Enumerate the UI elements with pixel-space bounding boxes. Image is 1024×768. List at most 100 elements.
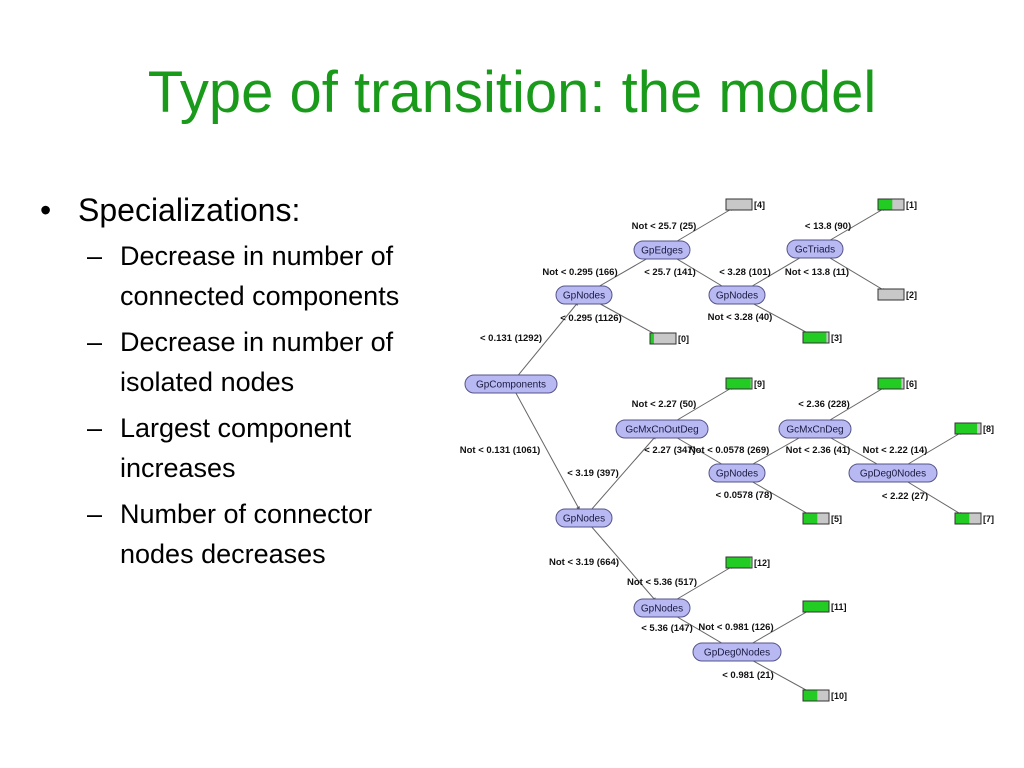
- leaf-label: [11]: [831, 602, 847, 612]
- tree-node: GcTriads: [786, 239, 844, 259]
- node-pill: [464, 374, 558, 394]
- leaf-box: [10]: [802, 689, 847, 702]
- leaf-border: [725, 556, 753, 569]
- sub-bullet: –Number of connector nodes decreases: [40, 494, 430, 574]
- edge-label: Not < 2.22 (14): [863, 445, 928, 456]
- node-pill: [708, 285, 766, 305]
- edge-label: Not < 25.7 (25): [632, 221, 697, 232]
- node-label: GcTriads: [795, 245, 835, 256]
- leaf-box: [7]: [954, 512, 994, 525]
- sub-bullet-text: Decrease in number of connected componen…: [120, 241, 400, 311]
- node-label: GpNodes: [641, 604, 683, 615]
- tree-node: GpNodes: [708, 463, 766, 483]
- tree-edge: [510, 294, 585, 385]
- leaf-green-fill: [803, 513, 818, 524]
- edge-label: Not < 5.36 (517): [627, 577, 697, 588]
- tree-node: GpNodes: [555, 285, 613, 305]
- dash-marker: –: [87, 499, 103, 529]
- node-label: GpNodes: [716, 469, 758, 480]
- node-pill: [848, 463, 938, 483]
- tree-leaves: [0][1][2][3][4][5][6][7][8][9][10][11][1…: [649, 198, 994, 702]
- leaf-label: [9]: [754, 379, 765, 389]
- leaf-green-fill: [726, 557, 751, 568]
- edge-label: Not < 0.981 (126): [698, 622, 773, 633]
- node-pill: [615, 419, 709, 439]
- node-label: GpNodes: [716, 291, 758, 302]
- node-pill: [708, 463, 766, 483]
- edge-label: < 0.981 (21): [722, 670, 774, 681]
- leaf-green-fill: [803, 690, 818, 701]
- sub-bullet-text: Decrease in number of isolated nodes: [120, 327, 394, 397]
- sub-bullet-list: –Decrease in number of connected compone…: [40, 236, 440, 574]
- leaf-label: [1]: [906, 200, 917, 210]
- tree-node: GcMxCnDeg: [778, 419, 852, 439]
- dash-marker: –: [87, 241, 103, 271]
- leaf-box: [5]: [802, 512, 842, 525]
- leaf-label: [0]: [678, 334, 689, 344]
- leaf-label: [7]: [983, 514, 994, 524]
- node-pill: [692, 642, 782, 662]
- bullet-dot: •: [40, 192, 52, 228]
- node-pill: [633, 598, 691, 618]
- tree-node: GcMxCnOutDeg: [615, 419, 709, 439]
- leaf-label: [5]: [831, 514, 842, 524]
- leaf-border: [649, 332, 677, 345]
- node-label: GpNodes: [563, 291, 605, 302]
- edge-label: Not < 0.131 (1061): [460, 445, 541, 456]
- node-label: GcMxCnOutDeg: [625, 425, 698, 436]
- tree-node: GpDeg0Nodes: [848, 463, 938, 483]
- leaf-border: [802, 600, 830, 613]
- edge-label: < 2.36 (228): [798, 399, 850, 410]
- leaf-box: [3]: [802, 331, 842, 344]
- edge-label: Not < 0.295 (166): [542, 267, 617, 278]
- leaf-gray-fill: [725, 198, 753, 211]
- node-pill: [555, 508, 613, 528]
- leaf-border: [725, 377, 753, 390]
- leaf-box: [4]: [725, 198, 765, 211]
- leaf-border: [802, 689, 830, 702]
- edge-label: Not < 0.0578 (269): [689, 445, 770, 456]
- leaf-green-fill: [726, 378, 751, 389]
- node-pill: [633, 240, 691, 260]
- edge-label: < 0.0578 (78): [716, 490, 773, 501]
- leaf-border: [877, 198, 905, 211]
- leaf-green-fill: [803, 601, 829, 612]
- sub-bullet: –Decrease in number of isolated nodes: [40, 322, 430, 402]
- leaf-border: [954, 422, 982, 435]
- leaf-gray-fill: [877, 288, 905, 301]
- node-pill: [555, 285, 613, 305]
- node-label: GpDeg0Nodes: [704, 648, 770, 659]
- leaf-label: [12]: [754, 558, 770, 568]
- tree-edge: [583, 517, 663, 609]
- edge-label: < 3.28 (101): [719, 267, 771, 278]
- tree-edge: [583, 428, 663, 519]
- sub-bullet: –Decrease in number of connected compone…: [40, 236, 430, 316]
- tree-node: GpEdges: [633, 240, 691, 260]
- leaf-border: [802, 331, 830, 344]
- leaf-box: [1]: [877, 198, 917, 211]
- dash-marker: –: [87, 413, 103, 443]
- leaf-box: [11]: [802, 600, 847, 613]
- edge-label: < 13.8 (90): [805, 221, 851, 232]
- sub-bullet-text: Number of connector nodes decreases: [120, 499, 373, 569]
- node-label: GcMxCnDeg: [786, 425, 843, 436]
- main-bullet: • Specializations:: [40, 190, 440, 230]
- leaf-label: [4]: [754, 200, 765, 210]
- tree-node: GpNodes: [708, 285, 766, 305]
- leaf-border: [877, 288, 905, 301]
- main-bullet-text: Specializations:: [78, 192, 301, 228]
- leaf-box: [6]: [877, 377, 917, 390]
- leaf-label: [10]: [831, 691, 847, 701]
- leaf-green-fill: [955, 423, 978, 434]
- node-label: GpComponents: [476, 380, 546, 391]
- edge-label: < 3.19 (397): [567, 468, 619, 479]
- edge-label: < 2.27 (347): [644, 445, 696, 456]
- edge-label: Not < 2.27 (50): [632, 399, 697, 410]
- edge-label: Not < 3.19 (664): [549, 557, 619, 568]
- leaf-label: [2]: [906, 290, 917, 300]
- edge-label: < 0.131 (1292): [480, 333, 542, 344]
- leaf-green-fill: [878, 199, 893, 210]
- slide-title: Type of transition: the model: [147, 60, 877, 125]
- edge-label: Not < 2.36 (41): [786, 445, 851, 456]
